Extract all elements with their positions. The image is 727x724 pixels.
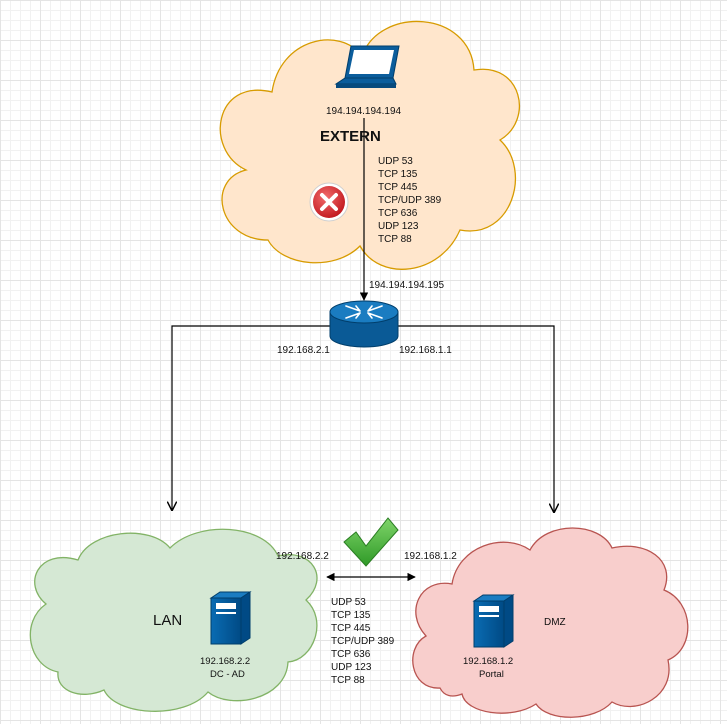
lan-title: LAN [153,612,182,629]
extern-port-line: TCP 445 [378,182,418,193]
dmz-server-ip: 192.168.1.2 [463,656,513,667]
extern-port-line: TCP 88 [378,234,412,245]
lan-dmz-port-line: TCP 88 [331,675,365,686]
extern-port-line: TCP 636 [378,208,418,219]
extern-port-line: UDP 123 [378,221,419,232]
extern-port-line: TCP 135 [378,169,418,180]
dmz-server-name: Portal [479,669,504,680]
dmz-title: DMZ [544,617,566,628]
laptop-ip-label: 194.194.194.194 [326,106,402,117]
dmz-link-ip: 192.168.1.2 [404,551,457,562]
extern-title: EXTERN [320,128,381,145]
router-dmz-ip: 192.168.1.1 [399,345,452,356]
router-lan-ip: 192.168.2.1 [277,345,330,356]
lan-link-ip: 192.168.2.2 [276,551,329,562]
router-wan-ip: 194.194.194.195 [369,280,445,291]
lan-dmz-port-line: UDP 53 [331,597,366,608]
lan-dmz-port-line: TCP/UDP 389 [331,636,395,647]
laptop-icon [334,45,400,88]
dmz-cloud [412,527,689,718]
router-icon [329,300,399,348]
lan-dmz-port-line: UDP 123 [331,662,372,673]
lan-server-name: DC - AD [210,669,245,680]
deny-x-icon [309,182,349,222]
router-lan-link [172,325,330,510]
dmz-server-icon [472,594,515,648]
lan-server-icon [209,591,252,645]
lan-dmz-port-line: TCP 135 [331,610,371,621]
extern-cloud [219,20,521,270]
router-dmz-link [398,325,554,512]
lan-server-ip: 192.168.2.2 [200,656,250,667]
lan-dmz-port-line: TCP 636 [331,649,371,660]
lan-dmz-port-line: TCP 445 [331,623,371,634]
lan-cloud [29,528,318,712]
allow-check-icon [343,517,399,567]
extern-port-line: TCP/UDP 389 [378,195,442,206]
extern-port-line: UDP 53 [378,156,413,167]
